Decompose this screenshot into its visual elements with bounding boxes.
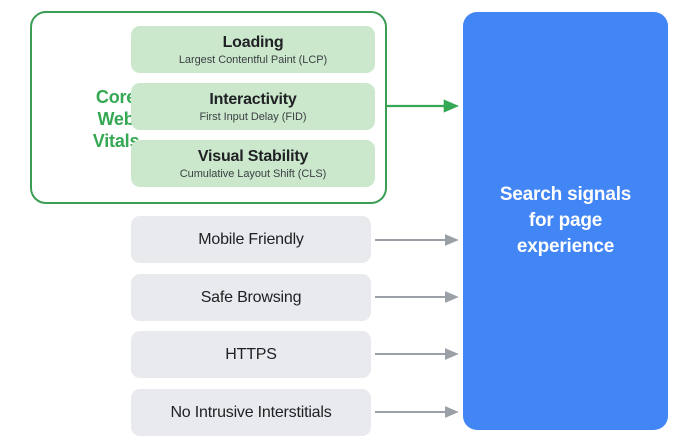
signal-pill-https[interactable]: HTTPS	[131, 331, 371, 378]
vital-card-title: Visual Stability	[197, 147, 309, 165]
vital-card-title: Loading	[222, 33, 284, 51]
search-signals-panel[interactable]: Search signals for page experience	[463, 12, 668, 430]
vital-card-visual-stability[interactable]: Visual Stability Cumulative Layout Shift…	[131, 140, 375, 187]
signal-pill-safe-browsing[interactable]: Safe Browsing	[131, 274, 371, 321]
signal-pill-label: HTTPS	[225, 345, 277, 363]
core-web-vitals-group-label: Core Web Vitals	[76, 86, 156, 152]
search-signals-line-1: Search signals	[499, 184, 632, 205]
signal-pill-label: No Intrusive Interstitials	[170, 403, 332, 421]
search-signals-line-3: experience	[516, 236, 615, 257]
core-web-vitals-label-line-1: Core	[95, 87, 137, 107]
core-web-vitals-label-line-2: Web	[97, 109, 135, 129]
vital-card-loading[interactable]: Loading Largest Contentful Paint (LCP)	[131, 26, 375, 73]
vital-card-subtitle: First Input Delay (FID)	[199, 110, 307, 123]
vital-card-subtitle: Cumulative Layout Shift (CLS)	[179, 167, 327, 180]
vital-card-title: Interactivity	[209, 90, 297, 108]
vital-card-interactivity[interactable]: Interactivity First Input Delay (FID)	[131, 83, 375, 130]
search-signals-line-2: for page	[528, 210, 603, 231]
signal-pill-mobile-friendly[interactable]: Mobile Friendly	[131, 216, 371, 263]
search-signals-panel-text: Search signals for page experience	[486, 182, 645, 260]
signal-pill-label: Mobile Friendly	[198, 230, 304, 248]
signal-pill-no-intrusive-interstitials[interactable]: No Intrusive Interstitials	[131, 389, 371, 436]
vital-card-subtitle: Largest Contentful Paint (LCP)	[178, 53, 328, 66]
core-web-vitals-label-line-3: Vitals	[92, 131, 140, 151]
signal-pill-label: Safe Browsing	[200, 288, 302, 306]
